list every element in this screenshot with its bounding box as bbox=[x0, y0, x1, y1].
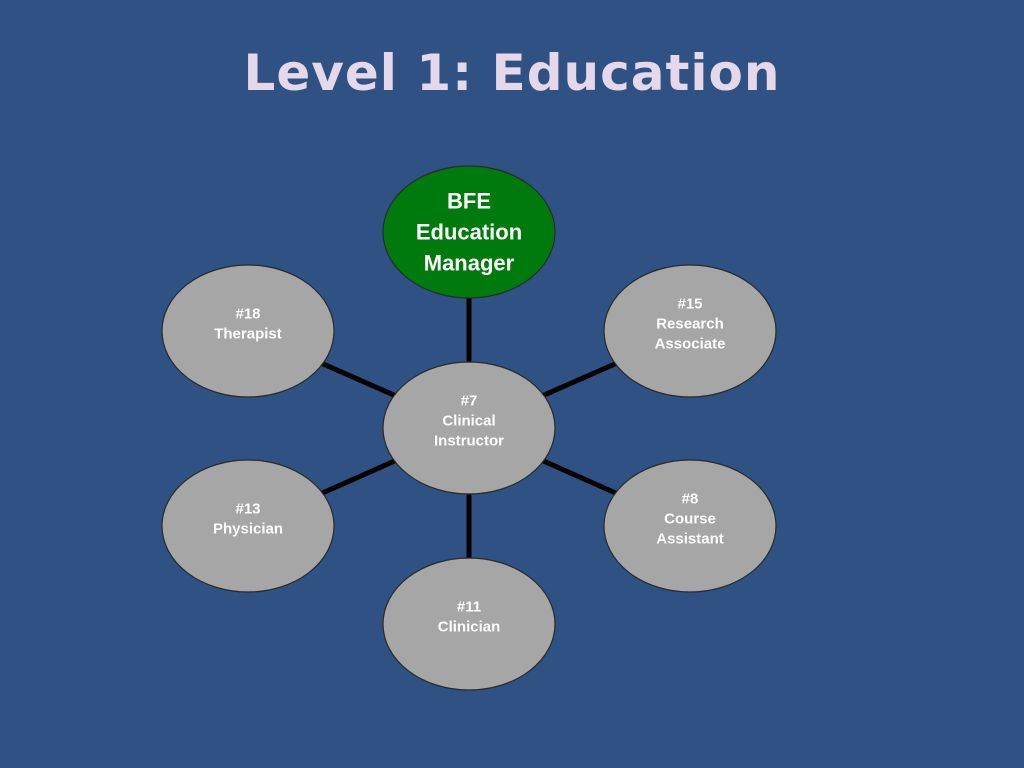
node-shape-bfe bbox=[382, 165, 556, 299]
node-label-instructor-0: #7 bbox=[461, 392, 478, 409]
nodes: BFEEducationManager#7ClinicalInstructor#… bbox=[161, 165, 777, 691]
node-shape-clinician bbox=[382, 557, 556, 691]
node-label-physician-0: #13 bbox=[235, 500, 260, 517]
node-label-clinician-1: Clinician bbox=[438, 618, 501, 635]
node-shape-research bbox=[603, 264, 777, 398]
node-label-course-1: Course bbox=[664, 510, 716, 527]
node-label-physician-1: Physician bbox=[213, 520, 283, 537]
node-label-course-0: #8 bbox=[682, 490, 699, 507]
node-label-research-1: Research bbox=[656, 315, 724, 332]
node-label-clinician-0: #11 bbox=[457, 598, 481, 615]
node-label-therapist-0: #18 bbox=[235, 305, 260, 322]
slide-title: Level 1: Education bbox=[243, 44, 781, 102]
node-label-course-2: Assistant bbox=[656, 530, 724, 547]
node-label-therapist-1: Therapist bbox=[214, 325, 282, 342]
node-shape-physician bbox=[161, 459, 335, 593]
node-label-research-2: Associate bbox=[655, 335, 726, 352]
node-shape-instructor bbox=[382, 361, 556, 495]
node-shape-course bbox=[603, 459, 777, 593]
node-label-instructor-2: Instructor bbox=[434, 432, 504, 449]
node-label-instructor-1: Clinical bbox=[442, 412, 495, 429]
node-label-bfe-2: Manager bbox=[424, 251, 515, 276]
node-label-bfe-1: Education bbox=[416, 220, 522, 245]
node-label-bfe-0: BFE bbox=[447, 189, 491, 214]
node-label-research-0: #15 bbox=[677, 295, 702, 312]
node-shape-therapist bbox=[161, 264, 335, 398]
